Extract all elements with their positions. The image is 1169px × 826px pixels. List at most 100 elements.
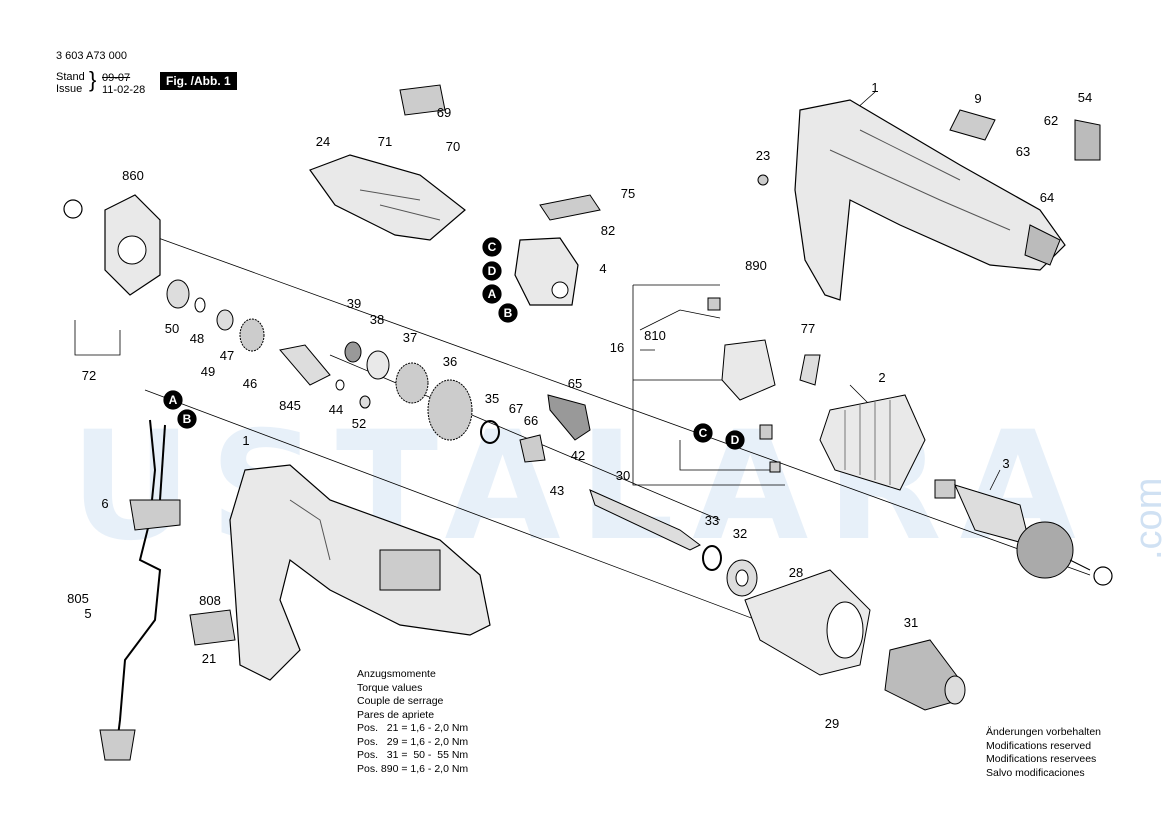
part-label-p62: 62 <box>1044 113 1058 128</box>
part-label-p810: 810 <box>644 328 666 343</box>
part-label-p2: 2 <box>878 370 885 385</box>
part-label-p50: 50 <box>165 321 179 336</box>
marker-label: A <box>488 287 497 301</box>
part-label-p845: 845 <box>279 398 301 413</box>
change-line: Änderungen vorbehalten <box>986 726 1102 738</box>
part-label-p1b: 1 <box>242 433 249 448</box>
part-label-p33: 33 <box>705 513 719 528</box>
label-plates <box>189 84 1101 646</box>
gear-housing-860 <box>104 194 161 296</box>
part-label-p32: 32 <box>733 526 747 541</box>
marker-label: X <box>69 202 77 216</box>
stand-date: 09-07 <box>102 72 131 84</box>
part-label-p77: 77 <box>801 321 815 336</box>
part-label-p70: 70 <box>446 139 460 154</box>
part-label-p65: 65 <box>568 376 582 391</box>
part-label-p35: 35 <box>485 391 499 406</box>
torque-value: Pos. 29 = 1,6 - 2,0 Nm <box>357 735 469 748</box>
marker-label: C <box>699 426 708 440</box>
torque-value: Pos. 31 = 50 - 55 Nm <box>357 749 469 761</box>
part-label-p38: 38 <box>370 312 384 327</box>
marker-mB2: B <box>177 409 197 429</box>
field-2 <box>819 394 926 491</box>
marker-label: A <box>169 393 178 407</box>
issue-label: Issue <box>56 83 83 95</box>
part-label-p52: 52 <box>352 416 366 431</box>
part-label-p9: 9 <box>974 91 981 106</box>
change-line: Salvo modificaciones <box>986 766 1085 779</box>
part-label-p805: 805 <box>67 591 89 606</box>
part-label-p71: 71 <box>378 134 392 149</box>
part-label-p6: 6 <box>101 496 108 511</box>
gear-cover <box>309 154 466 241</box>
part-label-p31: 31 <box>904 615 918 630</box>
switch-4 <box>514 237 579 306</box>
part-label-p23: 23 <box>756 148 770 163</box>
part-label-p42: 42 <box>571 448 585 463</box>
part-label-p72: 72 <box>82 368 96 383</box>
stand-label: Stand <box>56 71 85 83</box>
issue-date: 11-02-28 <box>102 84 146 96</box>
part-label-p808: 808 <box>199 593 221 608</box>
part-label-p37: 37 <box>403 330 417 345</box>
torque-line: Torque values <box>357 681 423 694</box>
part-label-p66: 66 <box>524 413 538 428</box>
marker-mC2: C <box>693 423 713 443</box>
drill-assembled <box>229 464 491 681</box>
torque-values: Anzugsmomente Torque values Couple de se… <box>357 668 468 776</box>
part-label-p36: 36 <box>443 354 457 369</box>
power-cord-5 <box>99 419 181 761</box>
part-label-p39: 39 <box>347 296 361 311</box>
part-label-p30: 30 <box>616 468 630 483</box>
marker-mC1: C <box>482 237 502 257</box>
marker-mXb: X <box>1093 566 1113 586</box>
torque-value: Pos. 890 = 1,6 - 2,0 Nm <box>357 762 469 775</box>
armature-3 <box>934 479 1091 579</box>
part-label-p1a: 1 <box>871 80 878 95</box>
part-label-p46: 46 <box>243 376 257 391</box>
marker-mD2: D <box>725 430 745 450</box>
part-label-p3: 3 <box>1002 456 1009 471</box>
marker-label: X <box>1099 569 1107 583</box>
part-label-p64: 64 <box>1040 190 1054 205</box>
marker-mA2: A <box>163 390 183 410</box>
part-label-p28: 28 <box>789 565 803 580</box>
part-label-p860: 860 <box>122 168 144 183</box>
marker-mXa: X <box>63 199 83 219</box>
marker-label: B <box>504 306 513 320</box>
marker-label: B <box>183 412 192 426</box>
torque-line: Couple de serrage <box>357 695 444 707</box>
part-label-p48: 48 <box>190 331 204 346</box>
front-housing-28 <box>744 569 871 676</box>
torque-line: Pares de apriete <box>357 708 435 721</box>
chuck-31 <box>884 639 966 711</box>
part-label-p5: 5 <box>84 606 91 621</box>
figure-label: Fig. /Abb. 1 <box>160 72 237 90</box>
part-label-p69: 69 <box>437 105 451 120</box>
part-label-p890: 890 <box>745 258 767 273</box>
marker-label: C <box>488 240 497 254</box>
torque-value: Pos. 21 = 1,6 - 2,0 Nm <box>357 722 469 734</box>
part-label-p43: 43 <box>550 483 564 498</box>
brush-holder-16 <box>707 297 821 473</box>
part-label-p16: 16 <box>610 340 624 355</box>
gear-train <box>166 279 758 597</box>
marker-label: D <box>731 433 740 447</box>
part-label-p75: 75 <box>621 186 635 201</box>
part-label-p82: 82 <box>601 223 615 238</box>
part-label-p67: 67 <box>509 401 523 416</box>
brace-icon: } <box>89 67 97 92</box>
marker-label: D <box>488 264 497 278</box>
marker-mD1: D <box>482 261 502 281</box>
part-label-p24: 24 <box>316 134 330 149</box>
marker-mB1: B <box>498 303 518 323</box>
change-notice: Änderungen vorbehalten Modifications res… <box>986 726 1101 780</box>
leader-lines <box>74 91 1091 626</box>
change-line: Modifications reservees <box>986 753 1097 765</box>
part-label-p29: 29 <box>825 716 839 731</box>
part-label-p49: 49 <box>201 364 215 379</box>
